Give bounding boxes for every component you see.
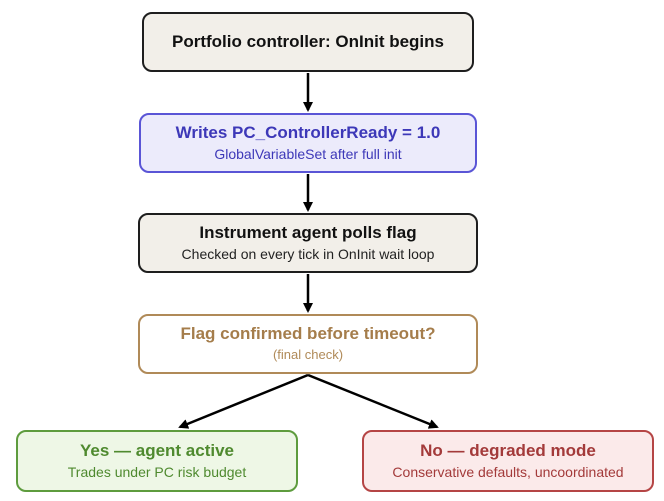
- decision-subtitle: (final check): [272, 347, 344, 362]
- poll-flag-subtitle: Checked on every tick in OnInit wait loo…: [181, 246, 435, 262]
- write-flag-title: Writes PC_ControllerReady = 1.0: [175, 123, 441, 142]
- yes-outcome-subtitle: Trades under PC risk budget: [67, 464, 247, 480]
- yes-outcome-node: Yes — agent active Trades under PC risk …: [16, 430, 298, 492]
- write-flag-subtitle: GlobalVariableSet after full init: [214, 146, 402, 162]
- no-outcome-node: No — degraded mode Conservative defaults…: [362, 430, 654, 492]
- write-flag-node: Writes PC_ControllerReady = 1.0 GlobalVa…: [139, 113, 477, 173]
- arrow-decision-to-no: [307, 373, 439, 429]
- decision-node: Flag confirmed before timeout? (final ch…: [138, 314, 478, 374]
- start-node-title: Portfolio controller: OnInit begins: [172, 32, 444, 51]
- poll-flag-title: Instrument agent polls flag: [199, 223, 417, 242]
- yes-outcome-title: Yes — agent active: [79, 441, 235, 460]
- no-outcome-subtitle: Conservative defaults, uncoordinated: [392, 464, 624, 480]
- arrow-decision-to-yes: [178, 373, 309, 429]
- no-outcome-title: No — degraded mode: [420, 441, 596, 460]
- decision-title: Flag confirmed before timeout?: [180, 324, 436, 343]
- poll-flag-node: Instrument agent polls flag Checked on e…: [138, 213, 478, 273]
- start-node: Portfolio controller: OnInit begins: [142, 12, 474, 72]
